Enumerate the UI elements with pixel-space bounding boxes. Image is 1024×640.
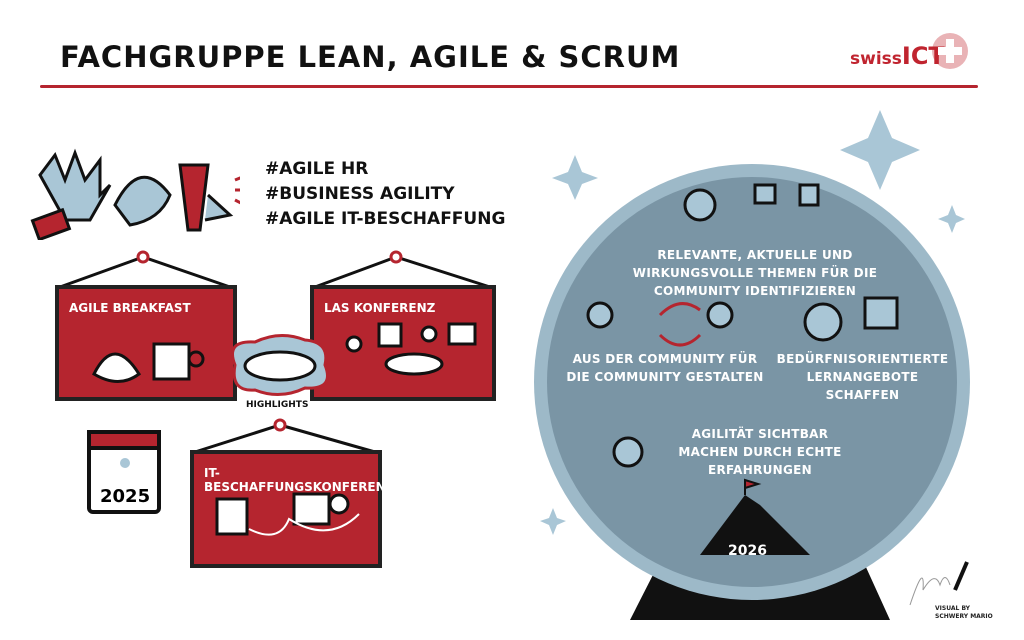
- logo-suffix: ICT: [901, 42, 945, 70]
- highlights-cloud-icon: [231, 334, 329, 396]
- logo-prefix: swiss: [850, 49, 902, 69]
- panel-label: AGILE BREAKFAST: [69, 301, 191, 315]
- topic-community: AUS DER COMMUNITY FÜR DIE COMMUNITY GEST…: [566, 352, 764, 384]
- glove-croissant-knife-icons: [30, 148, 240, 240]
- flag-icon: [744, 478, 762, 495]
- calendar-year: 2025: [100, 486, 151, 507]
- goal-year: 2026: [728, 543, 767, 559]
- panel-label: IT-BESCHAFFUNGSKONFERENZ: [204, 466, 395, 494]
- title-divider: [40, 85, 978, 88]
- signature-pen-icon: [909, 561, 969, 606]
- panel-it-beschaffungskonferenz: IT-BESCHAFFUNGSKONFERENZ: [190, 450, 394, 568]
- hashtag: #AGILE IT-BESCHAFFUNG: [265, 209, 506, 229]
- credit-line: VISUAL BY: [935, 605, 971, 612]
- panel-agile-breakfast: AGILE BREAKFAST: [55, 285, 237, 401]
- calendar-icon: [87, 430, 161, 514]
- ball-body: [547, 177, 957, 587]
- crystal-ball: [534, 110, 970, 620]
- topic-agility: AGILITÄT SICHTBAR MACHEN DURCH ECHTE ERF…: [678, 427, 842, 477]
- cycle-arrows-icon: [658, 302, 702, 347]
- panel-las-konferenz: LAS KONFERENZ: [310, 285, 496, 401]
- procurement-icon: [215, 492, 360, 536]
- swissict-logo: swissICT: [850, 42, 945, 70]
- panel-hangers: [59, 250, 491, 454]
- highlights-label: HIGHLIGHTS: [246, 400, 309, 410]
- magnifier-icon: [683, 188, 717, 222]
- topic-identify: RELEVANTE, AKTUELLE UND WIRKUNGSVOLLE TH…: [632, 248, 878, 298]
- sparkle-icons: [540, 110, 965, 535]
- hashtag: #AGILE HR: [265, 159, 369, 179]
- panel-label: LAS KONFERENZ: [324, 301, 436, 315]
- hashtag-list: #AGILE HR #BUSINESS AGILITY #AGILE IT-BE…: [265, 157, 505, 232]
- breakfast-icon: [92, 342, 205, 383]
- conference-icon: [345, 322, 477, 376]
- hashtag: #BUSINESS AGILITY: [265, 184, 455, 204]
- credit-line: SCHWERY MARIO: [935, 613, 993, 620]
- topic-learning: BEDÜRFNISORIENTIERTE LERNANGEBOTE SCHAFF…: [776, 352, 949, 402]
- swiss-cross-dots-icon: [932, 33, 968, 69]
- mountain-icon: [700, 495, 810, 555]
- page-title: FACHGRUPPE LEAN, AGILE & SCRUM: [60, 40, 681, 74]
